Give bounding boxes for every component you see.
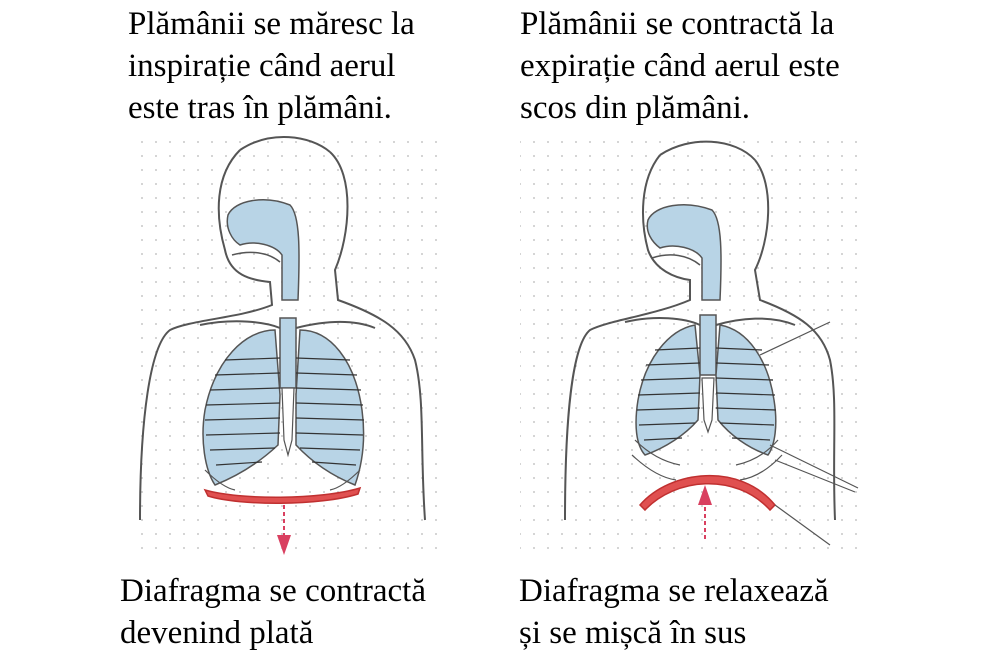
exhale-caption-line-1: Plămânii se contractă la	[520, 6, 835, 42]
inhale-caption-line-3: este tras în plămâni.	[128, 90, 392, 126]
exhale-caption-line-3: scos din plămâni.	[520, 90, 751, 126]
exhale-up-arrow	[698, 485, 712, 505]
exhale-diaphragm	[638, 475, 777, 512]
inhale-diaphragm-caption-line-1: Diafragma se contractă	[120, 573, 426, 609]
exhale-diaphragm-caption: Diafragma se relaxează și se mișcă în su…	[519, 570, 829, 654]
exhale-diaphragm-caption-line-2: și se mișcă în sus	[519, 615, 747, 651]
inhale-diaphragm-caption: Diafragma se contractă devenind plată	[120, 570, 426, 654]
inhale-diaphragm	[203, 486, 362, 505]
exhale-caption: Plămânii se contractă la expirație când …	[520, 3, 840, 129]
exhale-airway	[646, 204, 722, 301]
inhale-caption: Plămânii se măresc la inspirație când ae…	[128, 3, 415, 129]
inhale-body-outline	[139, 149, 426, 521]
exhale-figure	[564, 140, 859, 546]
exhale-pointer-lines	[759, 321, 859, 546]
exhale-trachea	[699, 314, 717, 376]
exhale-right-lung	[715, 324, 777, 456]
inhale-right-lung	[295, 329, 365, 486]
inhale-left-lung	[202, 329, 281, 486]
inhale-caption-line-2: inspirație când aerul	[128, 48, 396, 84]
exhale-body-outline	[564, 154, 836, 521]
exhale-diaphragm-caption-line-1: Diafragma se relaxează	[519, 573, 829, 609]
inhale-ribs	[204, 357, 365, 466]
exhale-left-lung	[635, 324, 701, 456]
inhale-diaphragm-caption-line-2: devenind plată	[120, 615, 314, 651]
exhale-caption-line-2: expirație când aerul este	[520, 48, 840, 84]
exhale-ribs	[636, 347, 777, 441]
inhale-airway	[226, 199, 300, 301]
inhale-caption-line-1: Plămânii se măresc la	[128, 6, 415, 42]
inhale-trachea	[279, 317, 297, 389]
inhale-figure	[139, 136, 426, 555]
